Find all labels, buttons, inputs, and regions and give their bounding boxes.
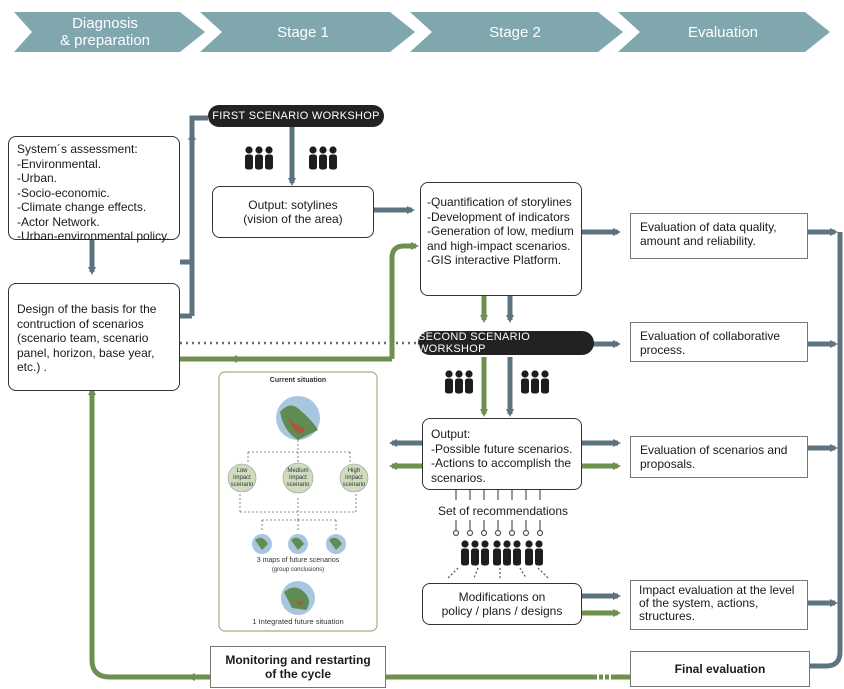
recommendation-pins <box>447 490 549 579</box>
design-basis-line: etc.) . <box>17 360 48 374</box>
eval-scenarios-line: proposals. <box>640 457 696 471</box>
eval-data-quality-line: amount and reliability. <box>640 234 756 248</box>
map-thumbnails <box>227 396 369 615</box>
monitoring-line: Monitoring and restarting <box>225 653 371 667</box>
inset-maps-sub: (group conclusions) <box>271 567 325 573</box>
system-assessment-line: System´s assessment: <box>17 142 138 156</box>
system-assessment-line: -Actor Network. <box>17 214 100 229</box>
design-basis-box: Design of the basis for the contruction … <box>8 283 180 391</box>
monitoring-line: of the cycle <box>264 667 332 681</box>
output-storylines-line: (vision of the area) <box>243 212 343 226</box>
design-basis-line: Design of the basis for the <box>17 302 157 316</box>
stage-chevrons <box>14 12 830 52</box>
eval-data-quality-box: Evaluation of data quality, amount and r… <box>630 213 808 259</box>
system-assessment-line: -Urban. <box>17 171 58 185</box>
stage-label-evaluation: Evaluation <box>687 23 759 41</box>
eval-scenarios-line: Evaluation of scenarios and <box>640 443 788 457</box>
inset-maps-label: 3 maps of future scenarios <box>256 557 340 564</box>
quantification-line: -Generation of low, medium <box>427 224 574 238</box>
people-group-icon <box>521 370 549 394</box>
output-scenarios-line: scenarios. <box>431 470 486 485</box>
stage-label-diagnosis: Diagnosis & preparation <box>59 15 151 49</box>
quantification-line: -GIS interactive Platform. <box>427 253 562 267</box>
people-group-icon <box>245 146 273 170</box>
design-basis-line: panel, horizon, base year, <box>17 345 155 360</box>
system-assessment-line: -Urban-environmental policy. <box>17 229 170 243</box>
quantification-line: -Quantification of storylines <box>427 195 572 209</box>
eval-scenarios-box: Evaluation of scenarios and proposals. <box>630 436 808 478</box>
green-bottom-loop <box>89 400 630 680</box>
system-assessment-box: System´s assessment: -Environmental. -Ur… <box>8 136 180 243</box>
inset-high-label: High impact scenario <box>342 468 366 488</box>
chevron-evaluation <box>618 12 830 52</box>
design-basis-line: (scenario team, scenario <box>17 331 149 345</box>
people-group-icon <box>309 146 337 170</box>
inset-title: Current situation <box>269 377 327 384</box>
eval-collaborative-line: Evaluation of collaborative <box>640 329 781 343</box>
eval-data-quality-line: Evaluation of data quality, <box>640 220 777 234</box>
output-scenarios-line: -Possible future scenarios. <box>431 441 573 456</box>
system-assessment-line: -Environmental. <box>17 156 102 171</box>
output-storylines-line: Output: sotylines <box>248 197 338 212</box>
arrow-to-first-workshop <box>180 115 208 265</box>
second-workshop-pill: SECOND SCENARIO WORKSHOP <box>418 331 594 355</box>
design-basis-line: contruction of scenarios <box>17 316 144 331</box>
system-assessment-line: -Climate change effects. <box>17 200 147 214</box>
inset-panel <box>218 371 378 632</box>
people-group-icon <box>445 370 473 394</box>
output-scenarios-box: Output: -Possible future scenarios. -Act… <box>422 418 582 490</box>
modifications-box: Modifications on policy / plans / design… <box>422 583 582 625</box>
eval-impact-line: Impact evaluation at the level <box>639 583 795 597</box>
inset-integrated-label: 1 Integrated future situation <box>252 617 344 626</box>
eval-collaborative-line: process. <box>640 343 686 357</box>
eval-impact-line: structures. <box>639 609 696 623</box>
right-bus <box>810 232 843 669</box>
output-scenarios-line: -Actions to accomplish the <box>431 456 572 470</box>
output-storylines-box: Output: sotylines (vision of the area) <box>212 186 374 238</box>
quantification-line: and high-impact scenarios. <box>427 238 571 253</box>
inset-medium-label: Medium impact scenario <box>286 468 310 488</box>
green-to-quant <box>389 242 419 359</box>
first-workshop-pill: FIRST SCENARIO WORKSHOP <box>208 105 384 127</box>
eval-collaborative-box: Evaluation of collaborative process. <box>630 322 808 362</box>
chevron-stage1 <box>200 12 415 52</box>
quantification-line: -Development of indicators <box>427 209 570 224</box>
eval-impact-box: Impact evaluation at the level of the sy… <box>630 580 808 630</box>
inset-low-label: Low impact scenario <box>230 468 254 488</box>
modifications-line: Modifications on <box>458 589 546 604</box>
monitoring-box: Monitoring and restarting of the cycle <box>210 646 386 688</box>
modifications-line: policy / plans / designs <box>441 604 563 618</box>
stage-label-stage1: Stage 1 <box>277 23 329 41</box>
people-group-icon <box>461 540 543 566</box>
chevron-diagnosis <box>14 12 205 52</box>
system-assessment-line: -Socio-economic. <box>17 185 110 200</box>
set-of-recommendations-label: Set of recommendations <box>437 504 569 518</box>
chevron-stage2 <box>410 12 623 52</box>
eval-impact-line: of the system, actions, <box>639 596 759 610</box>
quantification-box: -Quantification of storylines -Developme… <box>420 182 582 296</box>
stage-label-stage2: Stage 2 <box>489 23 541 41</box>
output-scenarios-line: Output: <box>431 427 471 441</box>
final-evaluation-box: Final evaluation <box>630 651 810 687</box>
